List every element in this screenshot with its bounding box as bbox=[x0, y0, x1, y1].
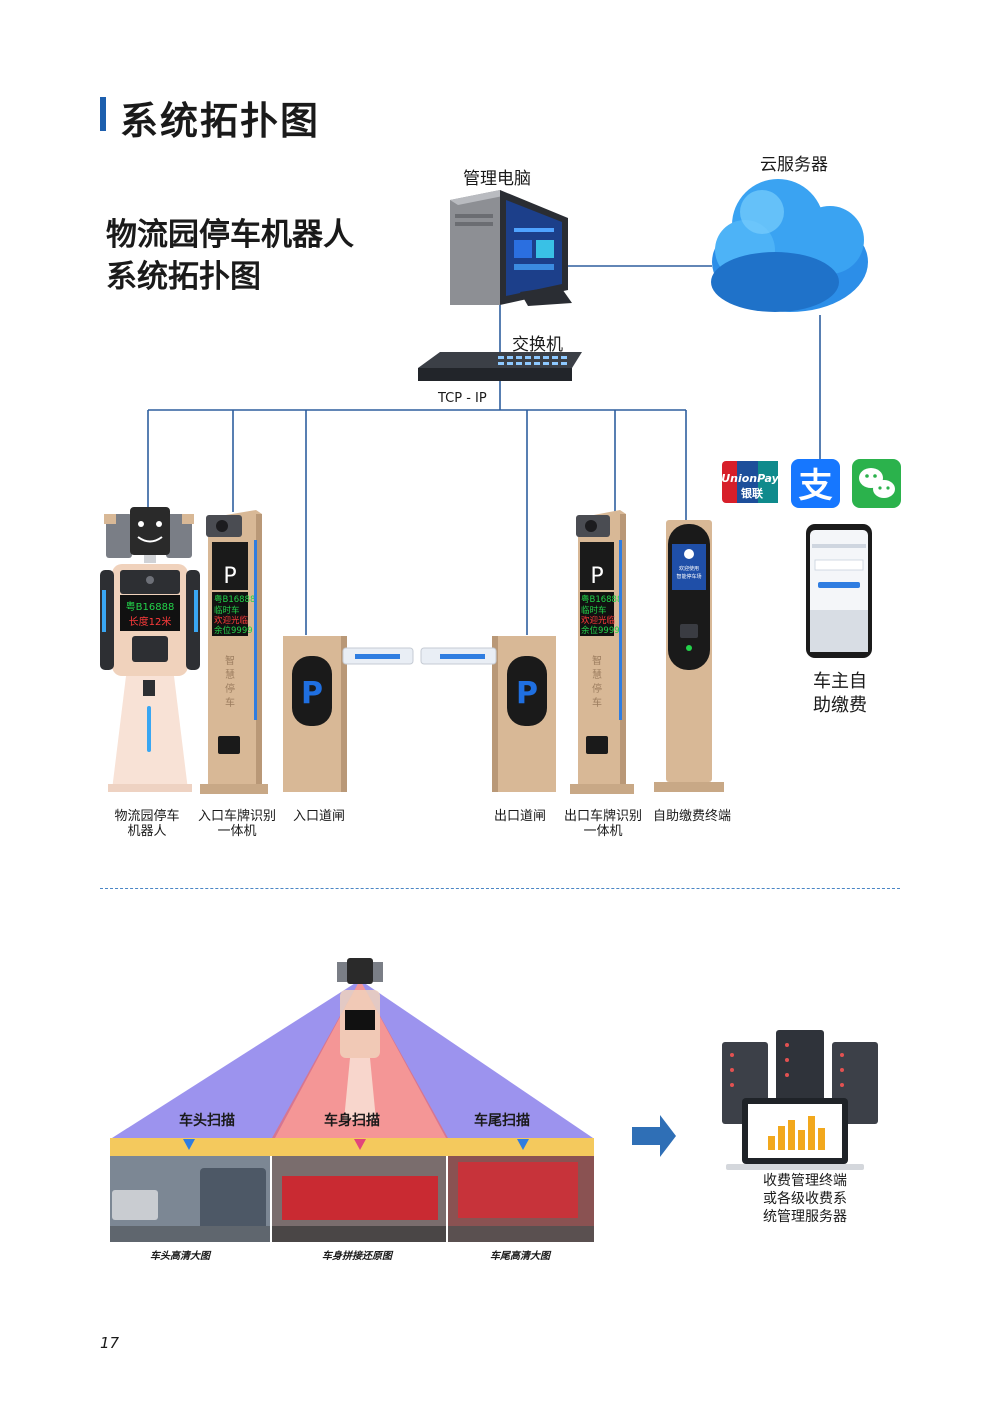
diagram-subtitle: 物流园停车机器人 系统拓扑图 bbox=[106, 214, 354, 298]
svg-text:支: 支 bbox=[799, 466, 833, 506]
subtitle-line1: 物流园停车机器人 bbox=[106, 217, 354, 253]
svg-text:临时车: 临时车 bbox=[214, 605, 240, 616]
entry-camera-label-line1: 入口车牌识别 bbox=[197, 809, 276, 824]
result-line2: 或各级收费系 bbox=[763, 1191, 847, 1207]
robot-label-line1: 物流园停车 bbox=[114, 809, 180, 824]
svg-text:临时车: 临时车 bbox=[581, 605, 607, 616]
result-line3: 统管理服务器 bbox=[763, 1209, 847, 1225]
tail-scan-beam bbox=[360, 980, 593, 1138]
result-line1: 收费管理终端 bbox=[763, 1173, 847, 1189]
entry-lpr-camera-icon: P 粤B16888 临时车 欢迎光临 余位9999 bbox=[200, 510, 268, 794]
scan-strip bbox=[110, 1138, 594, 1156]
scan-photos bbox=[110, 1156, 594, 1242]
head-scan-beam bbox=[112, 980, 360, 1138]
flow-arrow-icon bbox=[632, 1115, 676, 1157]
section-divider bbox=[100, 888, 900, 889]
protocol-label: TCP - IP bbox=[438, 391, 487, 406]
svg-text:余位9999: 余位9999 bbox=[214, 625, 253, 636]
result-server-label: 收费管理终端 或各级收费系 统管理服务器 bbox=[746, 1172, 864, 1226]
exit-camera-label-line2: 一体机 bbox=[583, 824, 623, 839]
owner-payment-line2: 助缴费 bbox=[813, 695, 867, 716]
exit-camera-label: 出口车牌识别 一体机 bbox=[558, 809, 648, 839]
exit-camera-label-line1: 出口车牌识别 bbox=[563, 809, 642, 824]
entry-barrier-gate-icon: P bbox=[283, 636, 414, 792]
svg-text:欢迎使用: 欢迎使用 bbox=[679, 565, 699, 572]
svg-text:P: P bbox=[223, 564, 236, 589]
server-rack-icon bbox=[722, 1030, 878, 1170]
svg-text:智能停车场: 智能停车场 bbox=[676, 573, 701, 580]
subtitle-line2: 系统拓扑图 bbox=[106, 259, 261, 295]
management-pc-label: 管理电脑 bbox=[463, 169, 531, 189]
svg-text:欢迎光临: 欢迎光临 bbox=[214, 615, 249, 626]
entry-gate-label: 入口道闸 bbox=[292, 809, 345, 824]
parking-robot-icon: 粤B16888 长度12米 bbox=[100, 507, 200, 792]
svg-text:粤B16888: 粤B16888 bbox=[581, 594, 622, 605]
cloud-icon bbox=[711, 179, 868, 312]
head-scan-label: 车头扫描 bbox=[179, 1113, 235, 1129]
svg-text:银联: 银联 bbox=[741, 486, 763, 500]
svg-text:余位9999: 余位9999 bbox=[581, 625, 620, 636]
page-title: 系统拓扑图 bbox=[120, 99, 321, 143]
svg-text:长度12米: 长度12米 bbox=[129, 615, 172, 628]
cloud-server-label: 云服务器 bbox=[760, 155, 828, 175]
topology-diagram: UnionPay 银联 支 粤B bbox=[100, 179, 901, 794]
head-photo-caption: 车头高清大图 bbox=[150, 1251, 210, 1262]
robot-label: 物流园停车 机器人 bbox=[104, 809, 190, 839]
computer-icon bbox=[450, 190, 572, 306]
robot-label-line2: 机器人 bbox=[127, 824, 167, 839]
entry-camera-label: 入口车牌识别 一体机 bbox=[192, 809, 282, 839]
svg-text:P: P bbox=[590, 564, 603, 589]
switch-label: 交换机 bbox=[512, 335, 563, 355]
owner-payment-line1: 车主自 bbox=[813, 671, 867, 692]
tail-scan-label: 车尾扫描 bbox=[474, 1113, 530, 1129]
exit-barrier-gate-icon: P bbox=[420, 636, 556, 792]
entry-camera-side-text: 智慧停车 bbox=[225, 656, 235, 709]
network-switch-icon bbox=[418, 352, 582, 381]
exit-gate-label: 出口道闸 bbox=[493, 809, 546, 824]
exit-lpr-camera-icon: P 粤B16888 临时车 欢迎光临 余位9999 bbox=[570, 510, 634, 794]
body-scan-label: 车身扫描 bbox=[324, 1113, 380, 1129]
scan-diagram bbox=[110, 958, 878, 1242]
scan-arrows bbox=[183, 1139, 529, 1150]
exit-camera-side-text: 智慧停车 bbox=[592, 656, 602, 709]
page-number: 17 bbox=[100, 1334, 120, 1352]
svg-text:P: P bbox=[516, 676, 538, 711]
svg-text:P: P bbox=[301, 676, 323, 711]
svg-text:UnionPay: UnionPay bbox=[721, 472, 779, 485]
svg-text:粤B16888: 粤B16888 bbox=[126, 600, 175, 613]
smartphone-icon bbox=[806, 524, 872, 658]
body-photo-caption: 车身拼接还原图 bbox=[322, 1251, 392, 1262]
scan-robot-icon bbox=[337, 958, 383, 1120]
owner-payment-label: 车主自 助缴费 bbox=[800, 670, 880, 718]
alipay-icon: 支 bbox=[791, 459, 840, 508]
tail-photo-caption: 车尾高清大图 bbox=[490, 1251, 550, 1262]
unionpay-icon: UnionPay 银联 bbox=[721, 461, 780, 503]
title-accent-bar bbox=[100, 97, 106, 131]
svg-text:欢迎光临: 欢迎光临 bbox=[581, 615, 616, 626]
svg-text:粤B16888: 粤B16888 bbox=[214, 594, 255, 605]
payment-kiosk-icon: 欢迎使用 智能停车场 bbox=[654, 520, 724, 792]
wechat-pay-icon bbox=[852, 459, 901, 508]
pay-terminal-label: 自助缴费终端 bbox=[652, 809, 731, 824]
entry-camera-label-line2: 一体机 bbox=[217, 824, 257, 839]
